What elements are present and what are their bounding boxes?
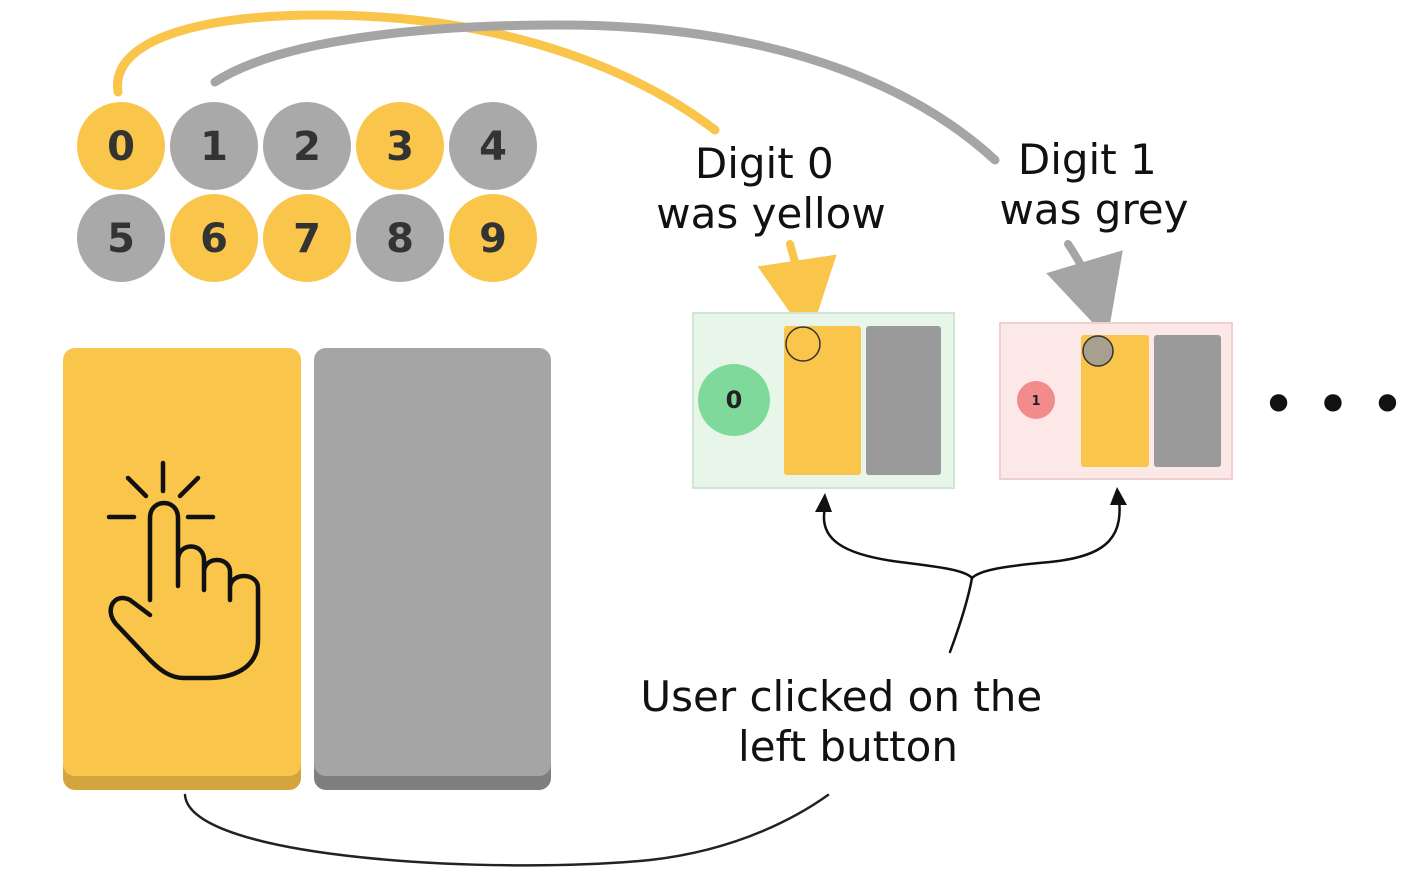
digit0-caption: Digit 0 was yellow: [656, 139, 885, 238]
left-button-connector: [183, 793, 830, 867]
digit1-caption: Digit 1 was grey: [999, 135, 1188, 234]
digit-7: 7: [263, 194, 351, 282]
trial-1-right-button: [1154, 335, 1221, 467]
click-brace-right-arrowhead: [1110, 487, 1127, 505]
digit-6: 6: [170, 194, 258, 282]
digit-circle: [449, 194, 537, 282]
trial-1-click-dot: [1082, 335, 1114, 367]
digit-grid: 0 1 2 3 4 5 6 7 8 9: [77, 102, 537, 282]
trial-0-click-dot: [785, 326, 821, 362]
digit-5: 5: [77, 194, 165, 282]
digit-circle: [356, 194, 444, 282]
click-caption-line2: left button: [738, 722, 958, 771]
left-button[interactable]: [63, 348, 301, 790]
digit-label: 9: [479, 216, 507, 262]
click-brace: [822, 490, 1121, 580]
digit-label: 8: [386, 216, 414, 262]
digit-0: 0: [77, 102, 165, 190]
digit-label: 0: [107, 124, 135, 170]
digit-label: 5: [107, 216, 135, 262]
trial-badge-1-label: 1: [1031, 394, 1040, 409]
digit0-arrow: [757, 240, 837, 340]
digit-label: 4: [479, 124, 507, 170]
digit-8: 8: [356, 194, 444, 282]
trial-1-left-button: [1081, 335, 1149, 467]
digit-3: 3: [356, 102, 444, 190]
digit-label: 2: [293, 124, 321, 170]
trial-0-left-button: [784, 326, 861, 475]
left-button-face: [63, 348, 301, 776]
trial-panel-1: 1: [999, 322, 1233, 480]
digit-1: 1: [170, 102, 258, 190]
digit0-caption-line1: Digit 0: [695, 139, 834, 188]
digit1-arrow: [1046, 240, 1123, 339]
digit-circle: [449, 102, 537, 190]
click-caption: User clicked on the left button: [640, 672, 1055, 771]
digit-circle: [170, 194, 258, 282]
right-button[interactable]: [314, 348, 551, 790]
digit-2: 2: [263, 102, 351, 190]
digit-circle: [170, 102, 258, 190]
click-brace-left-arrowhead: [815, 493, 832, 512]
digit-circle: [77, 194, 165, 282]
trial-0-right-button: [866, 326, 941, 475]
digit0-connector: [113, 10, 720, 135]
click-caption-line1: User clicked on the: [640, 672, 1042, 721]
pointing-hand-click-icon: [106, 460, 261, 681]
digit1-caption-line1: Digit 1: [1018, 135, 1157, 184]
digit-circle: [356, 102, 444, 190]
digit0-caption-line2: was yellow: [656, 189, 885, 238]
trial-panel-0: 0: [692, 312, 955, 489]
trial-badge-0: [698, 364, 770, 436]
digit-circle: [263, 102, 351, 190]
right-button-face: [314, 348, 551, 776]
more-trials-ellipsis: • • •: [1261, 370, 1405, 440]
click-brace-stem: [948, 576, 974, 654]
digit-label: 3: [386, 124, 414, 170]
trial-badge-0-label: 0: [726, 386, 743, 414]
trial-badge-1: [1017, 381, 1055, 419]
digit1-caption-line2: was grey: [999, 185, 1188, 234]
digit1-connector: [210, 20, 1000, 165]
digit-circle: [77, 102, 165, 190]
digit-label: 6: [200, 216, 228, 262]
digit-4: 4: [449, 102, 537, 190]
digit-circle: [263, 194, 351, 282]
digit-9: 9: [449, 194, 537, 282]
digit-label: 7: [293, 216, 321, 262]
digit-label: 1: [200, 124, 228, 170]
